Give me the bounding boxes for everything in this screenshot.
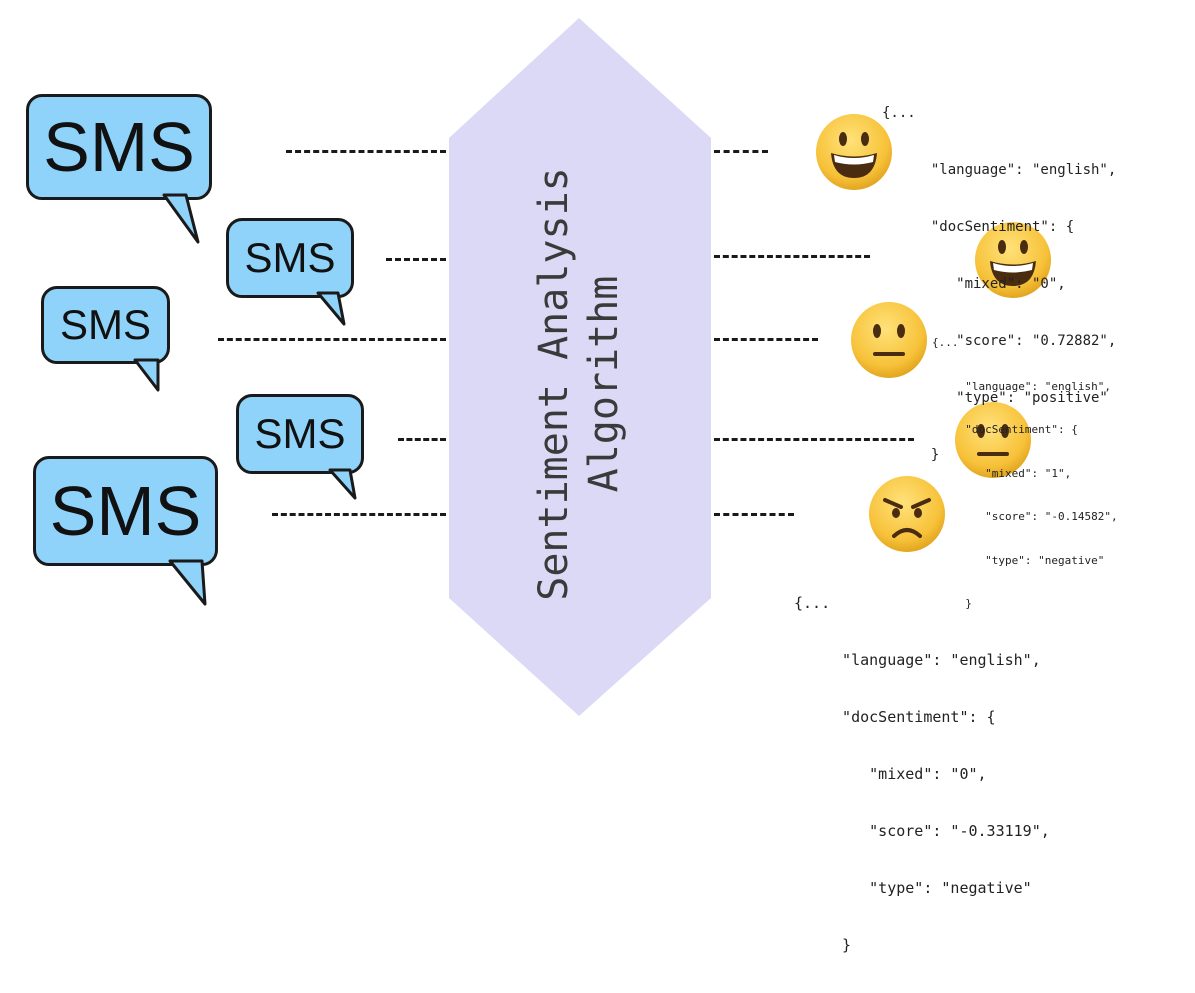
json-line: "score": "-0.33119", — [824, 822, 1050, 840]
neutral-face-icon — [851, 302, 927, 378]
json-line: "docSentiment": { — [824, 708, 996, 726]
algorithm-hexagon — [449, 18, 711, 716]
speech-bubble-tails — [133, 193, 357, 606]
json-line: "type": "negative" — [952, 553, 1105, 567]
input-connector-3 — [218, 338, 446, 341]
json-line: "mixed": "1", — [952, 466, 1072, 480]
speech-bubble-icon: SMS — [226, 218, 354, 298]
json-line: } — [914, 447, 940, 463]
sentiment-json-output: {... "language": "english", "docSentimen… — [882, 66, 1116, 503]
neutral-face-icon — [955, 402, 1031, 478]
sms-label: SMS — [43, 108, 195, 186]
sentiment-json-output: {... "language": "english", "docSentimen… — [932, 307, 1118, 641]
json-line: } — [952, 597, 972, 610]
input-connector-2 — [386, 258, 446, 261]
sms-label: SMS — [59, 301, 151, 348]
json-line: "score": "0.72882", — [914, 333, 1117, 349]
speech-bubble-icon: SMS — [33, 456, 218, 566]
input-connector-4 — [398, 438, 446, 441]
input-connector-5 — [272, 513, 446, 516]
grinning-face-icon — [816, 114, 892, 190]
sms-label: SMS — [254, 410, 346, 457]
json-line: "language": "english", — [914, 162, 1117, 178]
json-line: "mixed": "0", — [824, 765, 987, 783]
output-connector-3 — [714, 338, 818, 341]
json-line: {... — [882, 105, 916, 121]
output-connector-2 — [714, 255, 870, 258]
json-line: "type": "negative" — [824, 879, 1032, 897]
output-connector-5 — [714, 513, 794, 516]
grinning-face-icon — [975, 222, 1051, 298]
speech-bubble-icon: SMS — [41, 286, 170, 364]
output-connector-4 — [714, 438, 914, 441]
json-line: "docSentiment": { — [952, 423, 1078, 436]
speech-bubble-icon: SMS — [236, 394, 364, 474]
json-line: {... — [794, 594, 831, 612]
json-line: "language": "english", — [952, 379, 1111, 393]
angry-face-icon — [869, 476, 945, 552]
json-line: "score": "-0.14582", — [952, 510, 1118, 523]
json-line: {... — [932, 336, 959, 349]
speech-bubble-icon: SMS — [26, 94, 212, 200]
input-connector-1 — [286, 150, 446, 153]
json-line: "mixed": "0", — [914, 276, 1066, 292]
json-line: "docSentiment": { — [914, 219, 1075, 235]
output-connector-1 — [714, 150, 768, 153]
sms-label: SMS — [49, 472, 202, 550]
sms-label: SMS — [244, 234, 336, 281]
json-line: "language": "english", — [824, 651, 1041, 669]
sentiment-diagram: Sentiment Analysis Algorithm SMS SMS SMS… — [26, 18, 1118, 954]
json-line: } — [824, 936, 852, 954]
json-line: "type": "positive" — [914, 390, 1108, 406]
